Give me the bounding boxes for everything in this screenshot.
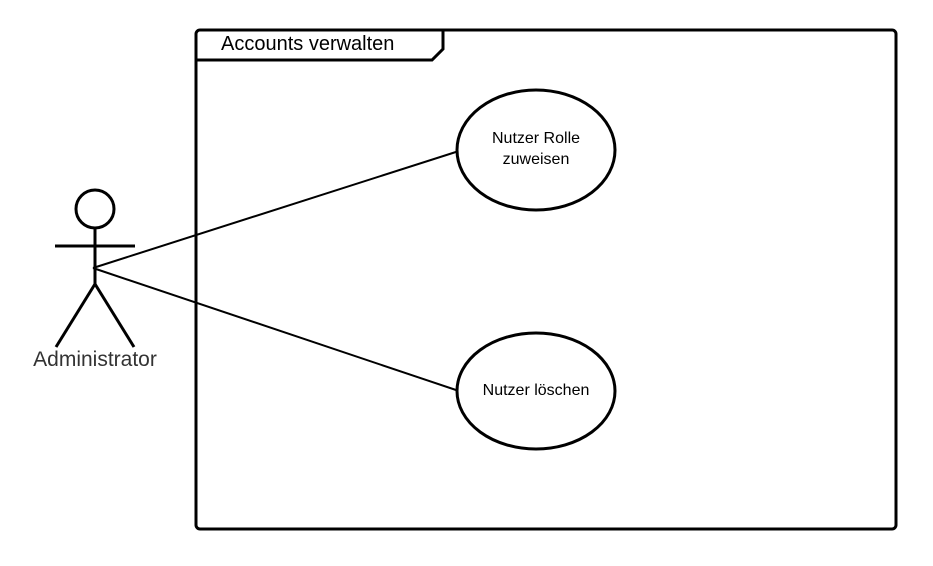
actor-administrator[interactable]: Administrator — [33, 188, 157, 371]
use-case-label-line2: zuweisen — [503, 151, 570, 168]
use-case-nutzer-loeschen[interactable]: Nutzer löschen — [455, 331, 617, 451]
association-line-nutzer-loeschen[interactable] — [92, 267, 460, 392]
use-case-rolle-zuweisen[interactable]: Nutzer Rolle zuweisen — [455, 88, 617, 212]
actor-label: Administrator — [33, 348, 157, 371]
use-case-label: Nutzer löschen — [483, 382, 590, 399]
use-case-ellipse — [455, 331, 617, 451]
association-line-rolle-zuweisen[interactable] — [92, 150, 460, 269]
system-boundary-frame — [194, 28, 898, 531]
system-boundary-title: Accounts verwalten — [221, 33, 394, 55]
actor-left-leg — [54, 283, 97, 348]
use-case-ellipse — [455, 88, 617, 212]
actor-right-leg — [93, 283, 136, 348]
system-boundary-title-tab — [196, 30, 445, 62]
system-boundary[interactable]: Accounts verwalten — [194, 28, 898, 531]
actor-head — [74, 188, 116, 230]
use-case-label-line1: Nutzer Rolle — [492, 130, 580, 147]
